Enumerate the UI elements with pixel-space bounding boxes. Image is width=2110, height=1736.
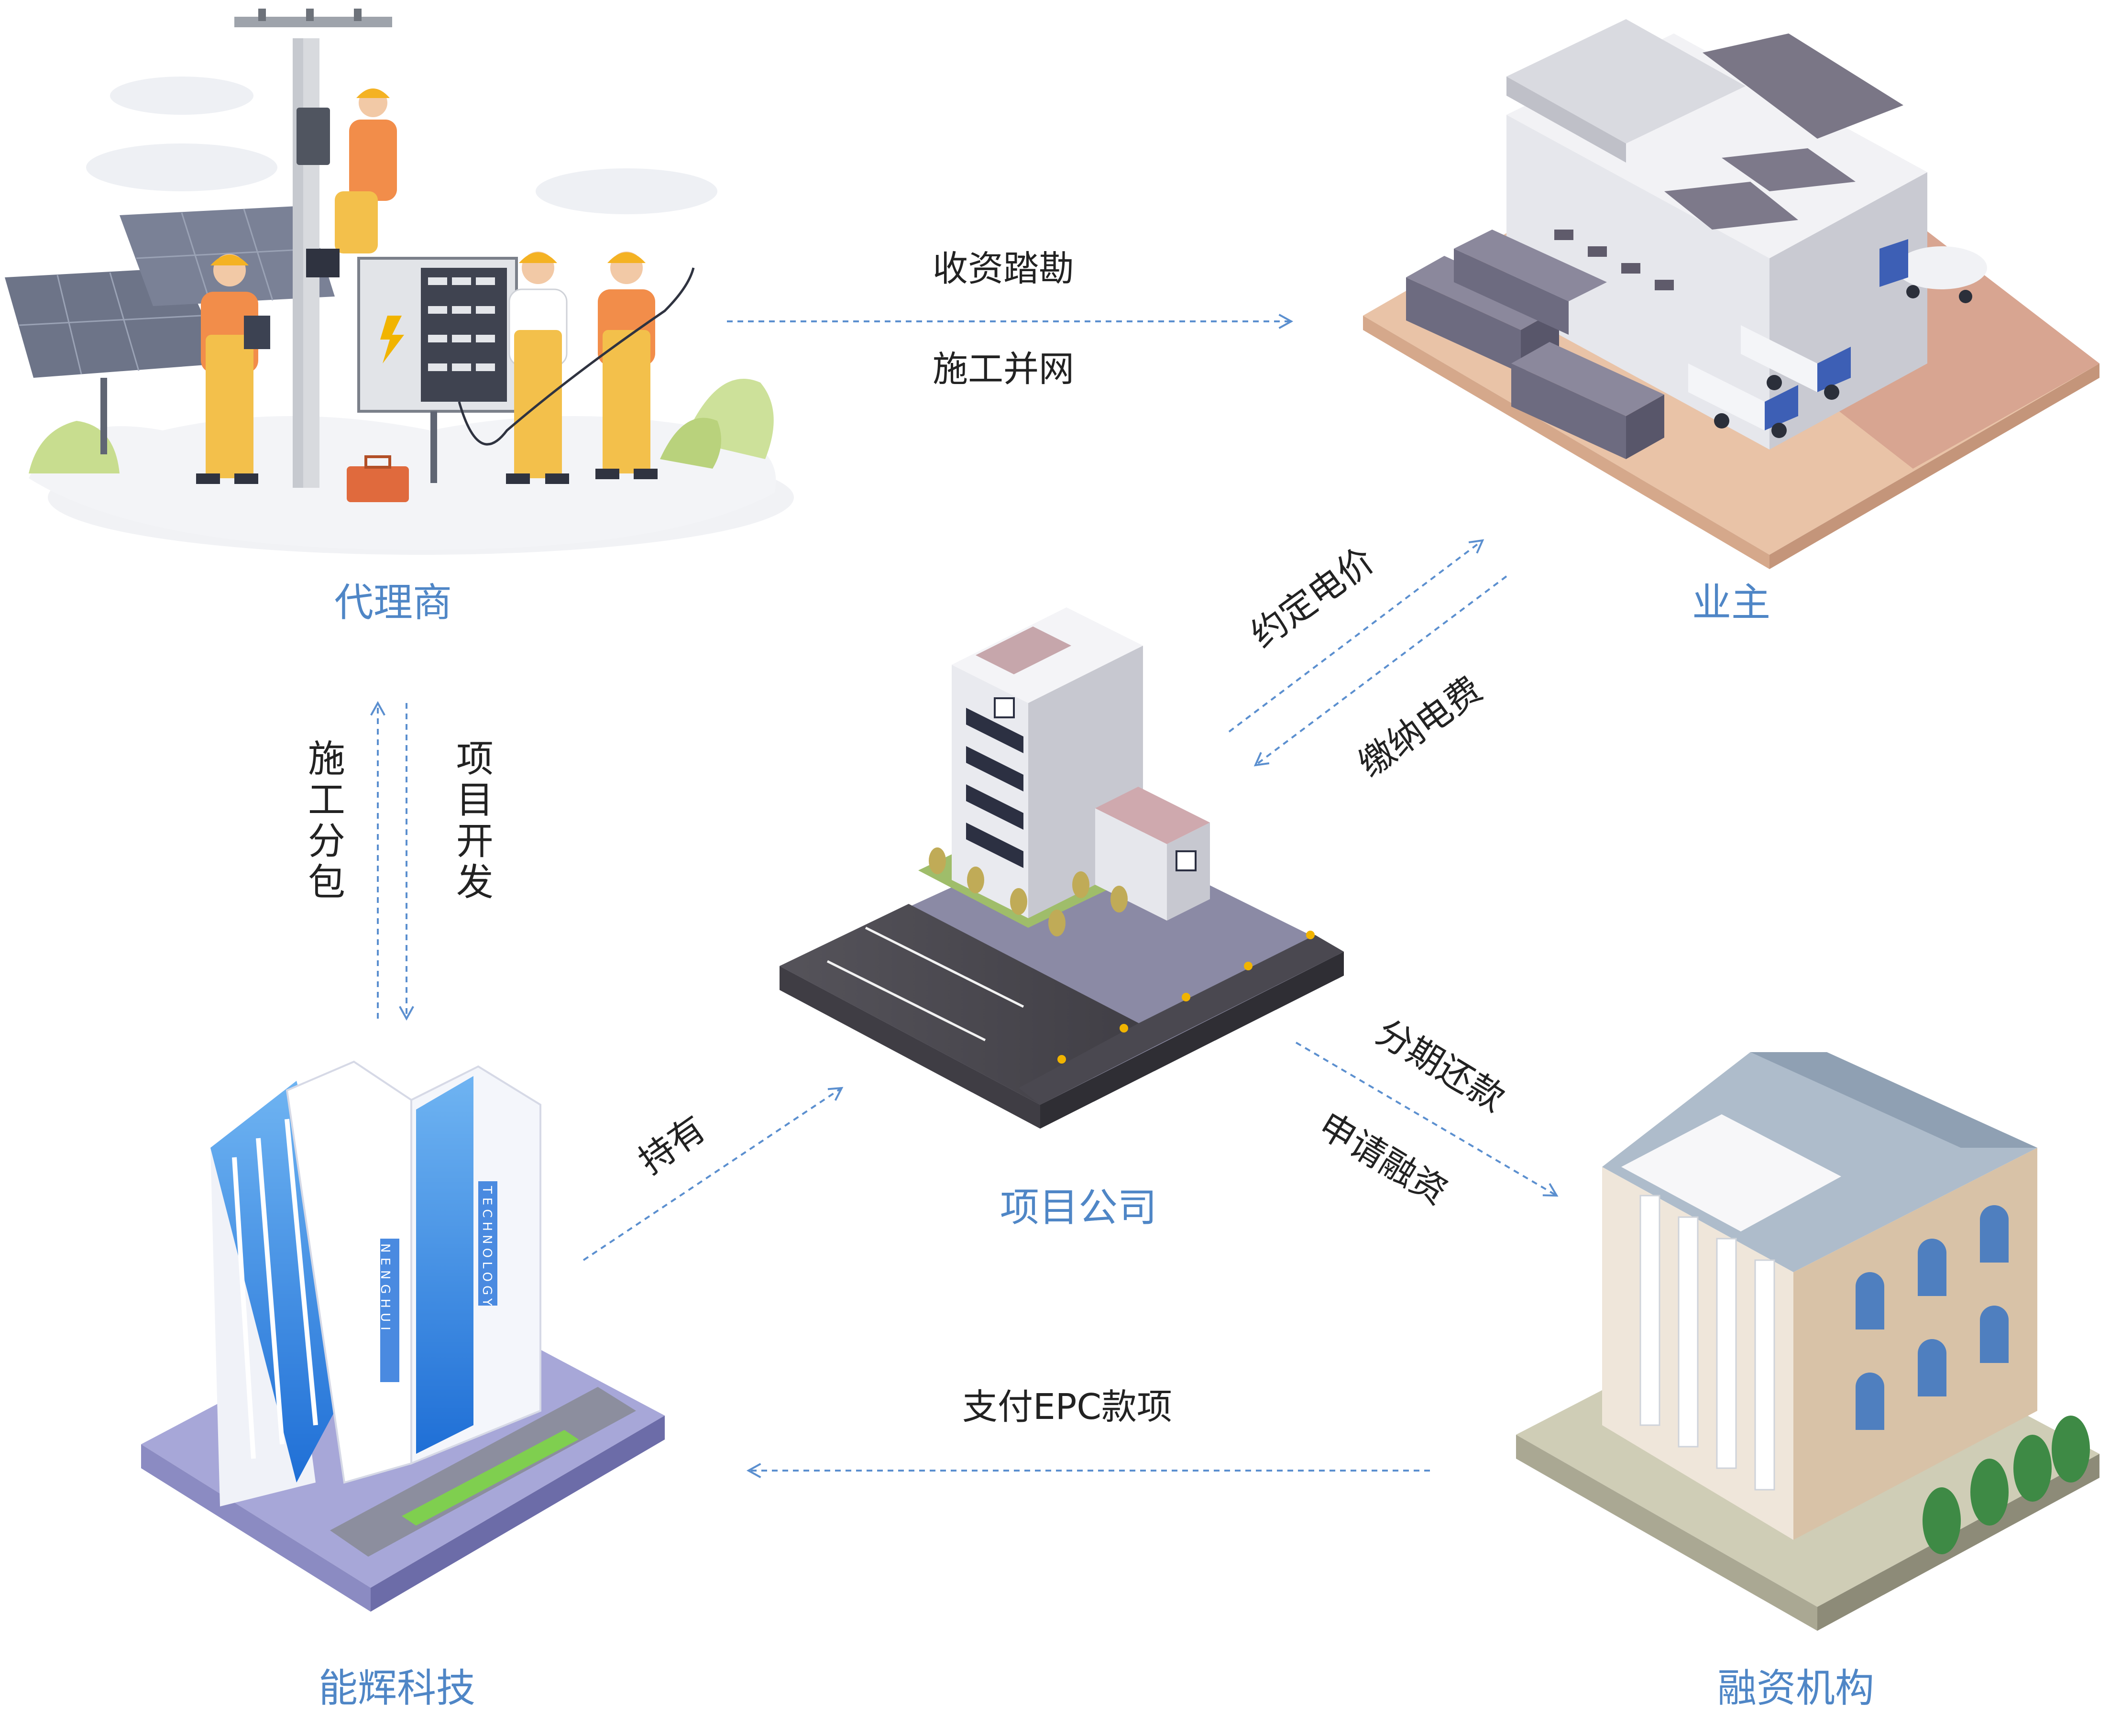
arrow-project-to-finance bbox=[1295, 1042, 1559, 1197]
arrow-nenghui-to-project bbox=[582, 1087, 844, 1261]
sign-nenghui: NENGHUI bbox=[378, 1243, 392, 1335]
agent-illustration bbox=[5, 9, 794, 555]
arrows bbox=[370, 314, 1559, 1478]
finance-illustration bbox=[1516, 1052, 2099, 1631]
sign-technology: TECHNOLOGY bbox=[480, 1186, 494, 1310]
edge-label-grid-connection: 施工并网 bbox=[933, 349, 1074, 390]
edge-label-survey: 收资踏勘 bbox=[933, 248, 1074, 289]
project-company-illustration bbox=[780, 607, 1344, 1129]
worker-cable bbox=[595, 252, 658, 479]
node-label-project-company: 项目公司 bbox=[1000, 1185, 1157, 1231]
edge-label-epc-payment: 支付EPC款项 bbox=[962, 1386, 1173, 1428]
nenghui-illustration bbox=[141, 1060, 665, 1612]
tanker-truck bbox=[1879, 239, 1987, 303]
edge-label-project-development: 项目开发 bbox=[450, 739, 493, 903]
worker-climbing bbox=[306, 88, 397, 277]
worker-clipboard bbox=[196, 254, 270, 484]
truck-1 bbox=[1688, 363, 1798, 438]
arrow-project-to-owner bbox=[1228, 539, 1484, 733]
node-label-finance: 融资机构 bbox=[1717, 1666, 1875, 1711]
truck-2 bbox=[1741, 325, 1851, 400]
edge-label-subcontract: 施工分包 bbox=[301, 739, 345, 903]
node-label-owner: 业主 bbox=[1692, 580, 1771, 626]
node-label-nenghui: 能辉科技 bbox=[318, 1666, 476, 1711]
owner-illustration bbox=[1363, 19, 2099, 569]
node-label-agent: 代理商 bbox=[334, 580, 452, 626]
